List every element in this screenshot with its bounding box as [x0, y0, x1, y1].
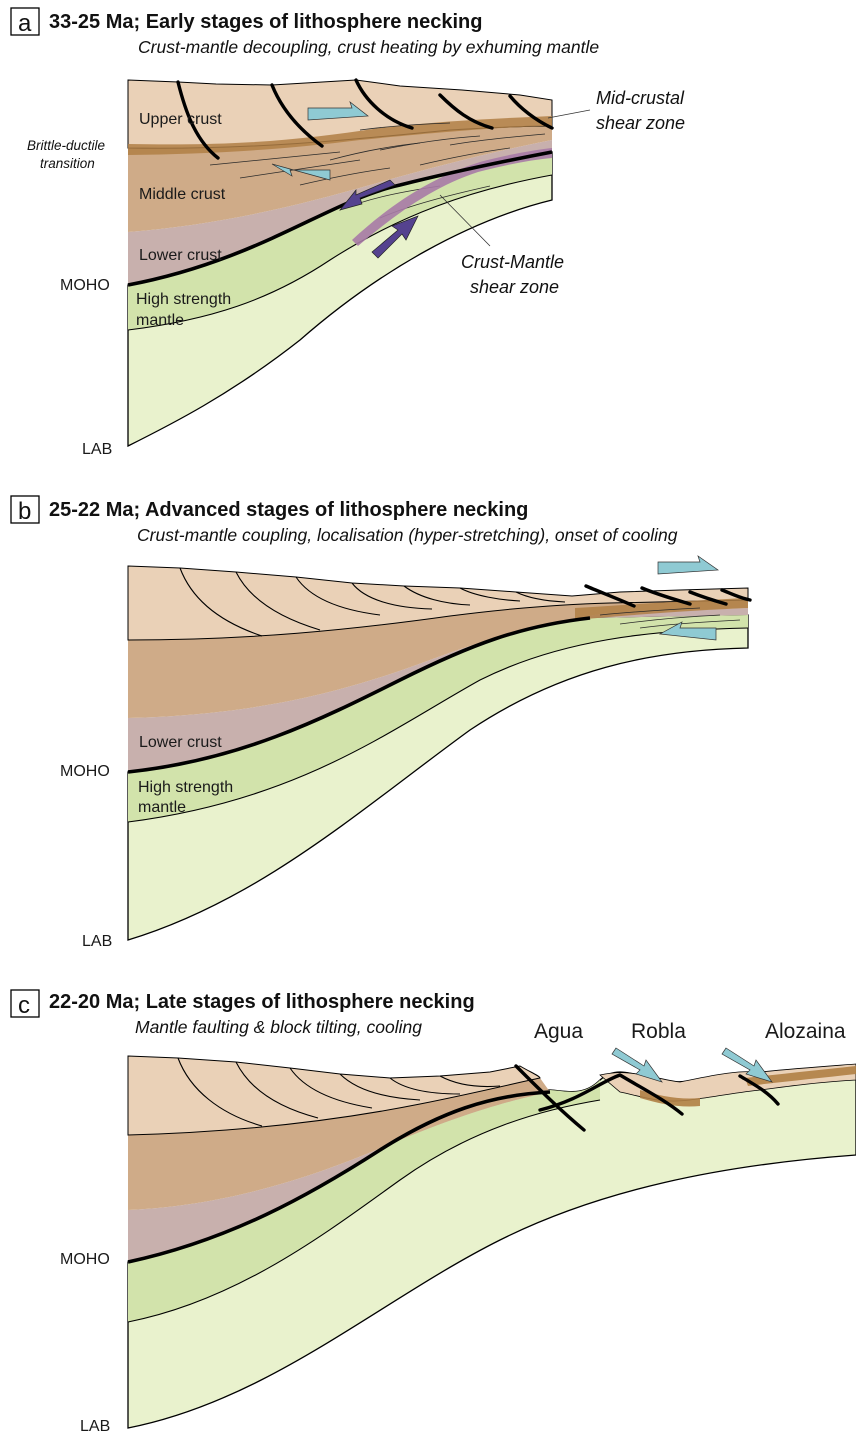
panel-c-title: 22-20 Ma; Late stages of lithosphere nec… [49, 991, 475, 1013]
panel-a-label-upper-crust: Upper crust [139, 111, 222, 128]
panel-b-moho-line [127, 616, 591, 774]
panel-a-label-lower-crust: Lower crust [139, 247, 222, 264]
panel-c-fault-agua [514, 1064, 586, 1132]
panel-c-letter: c [18, 992, 30, 1019]
panel-a-label-mid-crustal-2: shear zone [596, 113, 685, 133]
panel-a-arrow-left-purple [339, 179, 396, 211]
panel-b-shear-arrows [657, 555, 720, 641]
panel-c-subtitle: Mantle faulting & block tilting, cooling [135, 1017, 422, 1037]
panel-a-subtitle: Crust-mantle decoupling, crust heating b… [138, 37, 599, 57]
panel-a-faults [176, 78, 554, 160]
panel-b-upper-crust [127, 565, 749, 641]
panel-c-lower-crust [128, 1090, 550, 1262]
panel-a-letter-box [10, 7, 40, 36]
panel-a-label-crust-mantle-1: Crust-Mantle [461, 252, 564, 272]
panel-a-label-middle-crust: Middle crust [139, 186, 226, 203]
panel-c-middle-crust [128, 1078, 550, 1210]
panel-a-arrow-right-light [307, 101, 369, 121]
panel-b-letter-box [10, 495, 40, 524]
panel-b-subtitle: Crust-mantle coupling, localisation (hyp… [137, 525, 678, 545]
panel-c-hsm-base [127, 1099, 601, 1323]
panel-c-fault-robla [538, 1073, 684, 1116]
panel-c-label-moho: MOHO [60, 1251, 110, 1268]
panel-b-label-hsm-1: High strength [138, 779, 233, 796]
panel-b-block-bases [179, 567, 566, 637]
panel-a-arrow-up-purple [371, 215, 419, 259]
panel-b-shear-band [575, 598, 748, 620]
panel-a-lower-crust [128, 140, 552, 285]
panel-a-label-mid-crustal-1: Mid-crustal [596, 88, 685, 108]
panel-c-moho-line [127, 1090, 551, 1264]
panel-b: b 25-22 Ma; Advanced stages of lithosphe… [10, 495, 752, 950]
panel-c-label-robla: Robla [631, 1020, 686, 1043]
panel-a-label-hsm-1: High strength [136, 291, 231, 308]
panel-a-brittle-ductile-band [128, 116, 552, 155]
panel-c-block-bases [177, 1057, 501, 1127]
panel-a-label-brittle-ductile-2: transition [40, 156, 95, 171]
panel-b-middle-crust [128, 600, 748, 718]
panel-b-foliation [599, 607, 741, 629]
panel-b-arrow-left-light [658, 621, 717, 641]
panel-a-shear-arrows [271, 101, 419, 259]
panel-c-label-lab: LAB [80, 1418, 110, 1434]
panel-b-hsm-base [127, 627, 749, 823]
panel-c-faults [514, 1064, 780, 1132]
panel-c-label-alozaina: Alozaina [765, 1020, 846, 1043]
panel-a-label-lab: LAB [82, 441, 112, 458]
panel-a-label-moho: MOHO [60, 277, 110, 294]
panel-b-label-lab: LAB [82, 933, 112, 950]
panel-c-shear-band-alozaina [745, 1066, 856, 1086]
panel-b-title: 25-22 Ma; Advanced stages of lithosphere… [49, 499, 528, 521]
panel-b-faults [584, 584, 752, 608]
panel-a-hsm-base [127, 174, 553, 331]
panel-a-leader-mid-crustal [547, 109, 591, 119]
panel-a-middle-crust [128, 126, 552, 232]
panel-a-label-brittle-ductile-1: Brittle-ductile [27, 138, 105, 153]
panel-b-label-lower-crust: Lower crust [139, 734, 222, 751]
panel-b-lower-crust [128, 608, 748, 772]
panel-a-crust-mantle-shear-zone [352, 148, 552, 246]
panel-c-fault-alozaina [738, 1074, 780, 1106]
panel-c-arrow-robla [611, 1047, 663, 1083]
panel-a-letter: a [18, 10, 32, 37]
panel-a-title: 33-25 Ma; Early stages of lithosphere ne… [49, 11, 482, 33]
panel-b-high-strength-mantle [128, 615, 748, 822]
panel-b-letter: b [18, 498, 31, 525]
panel-a: a 33-25 Ma; Early stages of lithosphere … [10, 7, 685, 458]
panel-b-label-moho: MOHO [60, 763, 110, 780]
panel-a-arrow-left-light [271, 163, 331, 181]
panel-b-label-hsm-2: mantle [138, 799, 186, 816]
panel-c-label-agua: Agua [534, 1020, 583, 1043]
panel-a-leader-crust-mantle [439, 194, 491, 247]
panel-c-high-strength-mantle [128, 1080, 600, 1322]
panel-c-letter-box [10, 989, 40, 1018]
panel-a-label-hsm-2: mantle [136, 312, 184, 329]
panel-c-arrows [611, 1047, 773, 1083]
panel-b-arrow-right-light [657, 555, 720, 575]
panel-c-upper-crust [127, 1055, 541, 1136]
panel-c-arrow-alozaina [721, 1047, 773, 1083]
panel-c: c 22-20 Ma; Late stages of lithosphere n… [10, 989, 856, 1434]
panel-a-label-crust-mantle-2: shear zone [470, 277, 559, 297]
